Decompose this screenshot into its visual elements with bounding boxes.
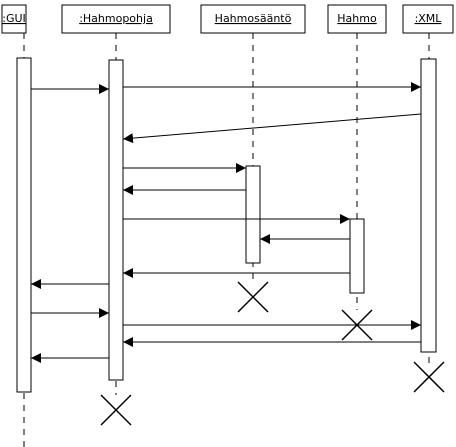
participant-label: :Hahmopohja <box>79 12 153 25</box>
participant-hahmopohja[interactable]: :Hahmopohja <box>61 4 171 34</box>
destroy-mark-hahmopohja <box>100 394 132 426</box>
participant-hahmo[interactable]: Hahmo <box>327 4 387 34</box>
participant-label: :GUI <box>2 12 26 25</box>
participant-xml[interactable]: :XML <box>402 4 454 34</box>
destroy-mark-hahmo <box>341 309 373 341</box>
message-arrow[interactable] <box>122 113 422 144</box>
participant-label: Hahmo <box>337 12 377 25</box>
activation-xml[interactable] <box>420 58 437 353</box>
activation-hahmosaanto[interactable] <box>245 165 261 264</box>
activation-hahmo[interactable] <box>349 218 365 294</box>
participant-hahmosaanto[interactable]: Hahmosääntö <box>200 4 306 34</box>
participant-gui[interactable]: :GUI <box>1 4 27 34</box>
activation-hahmopohja[interactable] <box>108 59 124 381</box>
participant-label: Hahmosääntö <box>215 12 292 25</box>
destroy-mark-xml <box>413 361 445 393</box>
activation-gui[interactable] <box>16 57 32 393</box>
participant-label: :XML <box>415 12 443 25</box>
destroy-mark-hahmosaanto <box>237 281 269 313</box>
